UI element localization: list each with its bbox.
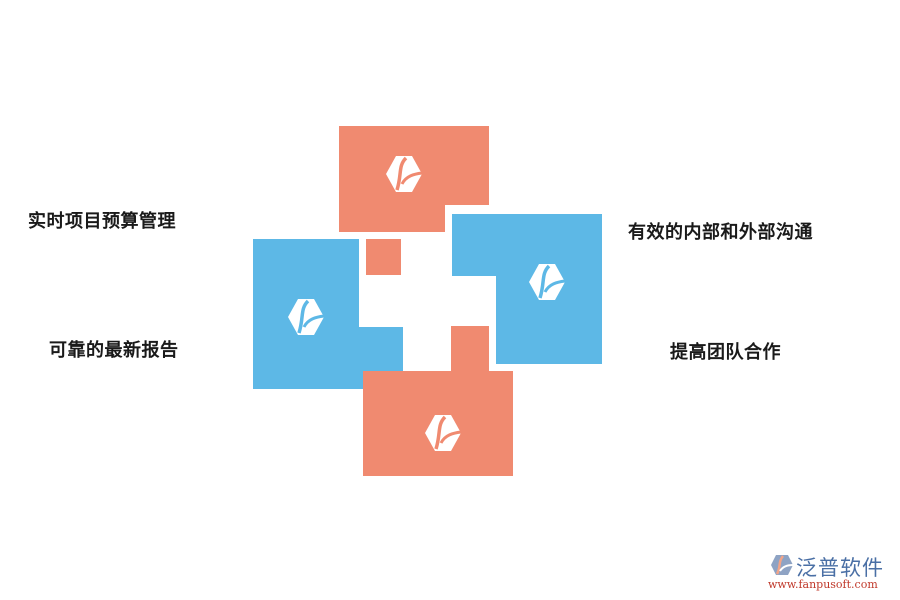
bottom-coral-block — [363, 326, 513, 476]
brand-logo-icon — [770, 554, 794, 576]
leaf-hexagon-icon — [384, 154, 424, 194]
label-communication: 有效的内部和外部沟通 — [628, 222, 813, 243]
label-reliable-reports: 可靠的最新报告 — [49, 340, 179, 361]
right-blue-block — [452, 214, 602, 364]
leaf-hexagon-icon — [527, 262, 567, 302]
brand-url: www.fanpusoft.com — [768, 578, 878, 591]
leaf-hexagon-icon — [286, 297, 326, 337]
brand-name: 泛普软件 — [796, 556, 884, 580]
left-blue-block — [253, 239, 403, 389]
label-teamwork: 提高团队合作 — [670, 342, 781, 363]
leaf-hexagon-icon — [423, 413, 463, 453]
small-coral-square — [366, 239, 401, 275]
brand-logo: 泛普软件 www.fanpusoft.com — [768, 552, 894, 596]
label-realtime-budget: 实时项目预算管理 — [28, 211, 176, 232]
